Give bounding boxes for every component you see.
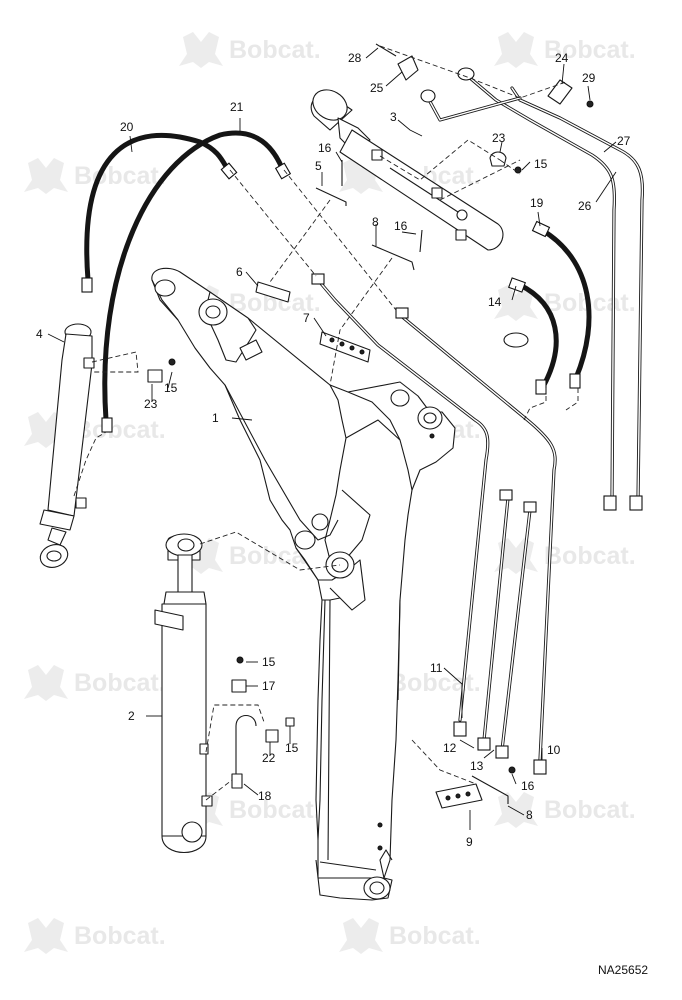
boom-part-1 (151, 267, 456, 901)
small-parts (147, 43, 594, 809)
callout-19: 19 (530, 196, 544, 210)
watermark-logo: Bobcat. (494, 538, 636, 574)
callout-16: 16 (318, 141, 332, 155)
cylinder-part-2 (154, 533, 213, 854)
callout-6: 6 (236, 265, 243, 279)
svg-text:Bobcat.: Bobcat. (389, 922, 481, 950)
callout-18: 18 (258, 789, 272, 803)
callout-26: 26 (578, 199, 592, 213)
leader-lines (47, 47, 617, 830)
callout-22: 22 (262, 751, 276, 765)
callout-23: 23 (144, 397, 158, 411)
watermark-logo: Bobcat. (24, 158, 166, 194)
callout-15: 15 (164, 381, 178, 395)
callout-25: 25 (370, 81, 384, 95)
watermark-logo: Bobcat. (494, 32, 636, 68)
callout-2: 2 (128, 709, 135, 723)
svg-text:Bobcat.: Bobcat. (544, 36, 636, 64)
svg-text:Bobcat.: Bobcat. (544, 796, 636, 824)
watermark-logo: Bobcat. (179, 32, 321, 68)
callout-29: 29 (582, 71, 596, 85)
assembly-lines (73, 45, 579, 801)
watermark-logo: Bobcat. (24, 665, 166, 701)
callout-20: 20 (120, 120, 134, 134)
callout-11: 11 (430, 661, 443, 675)
hoses (81, 130, 592, 433)
callout-27: 27 (617, 134, 631, 148)
svg-text:Bobcat.: Bobcat. (229, 36, 321, 64)
drawing-number: NA25652 (598, 963, 648, 977)
callout-28: 28 (348, 51, 362, 65)
svg-text:Bobcat.: Bobcat. (544, 542, 636, 570)
callout-14: 14 (488, 295, 502, 309)
cylinder-part-3 (310, 89, 504, 251)
callout-16: 16 (394, 219, 408, 233)
callout-17: 17 (262, 679, 276, 693)
callout-15: 15 (262, 655, 276, 669)
callout-9: 9 (466, 835, 473, 849)
callout-4: 4 (36, 327, 43, 341)
callout-3: 3 (390, 110, 397, 124)
svg-text:Bobcat.: Bobcat. (229, 796, 321, 824)
watermark-logo: Bobcat. (24, 918, 166, 954)
callout-15: 15 (285, 741, 299, 755)
svg-text:Bobcat.: Bobcat. (74, 922, 166, 950)
callout-7: 7 (303, 311, 310, 325)
svg-text:Bobcat.: Bobcat. (74, 669, 166, 697)
callout-16: 16 (521, 779, 535, 793)
watermark-logo: Bobcat. (339, 918, 481, 954)
callout-labels: 1 2 3 4 5 6 7 8 8 9 10 11 12 13 14 15 15… (36, 51, 631, 849)
callout-8: 8 (372, 215, 379, 229)
callout-5: 5 (315, 159, 322, 173)
svg-text:Bobcat.: Bobcat. (74, 416, 166, 444)
callout-10: 10 (547, 743, 561, 757)
callout-15: 15 (534, 157, 548, 171)
tubes (311, 67, 645, 775)
callout-1: 1 (212, 411, 219, 425)
svg-text:Bobcat.: Bobcat. (74, 162, 166, 190)
cylinder-part-4 (39, 323, 95, 568)
callout-21: 21 (230, 100, 244, 114)
callout-23: 23 (492, 131, 506, 145)
callout-24: 24 (555, 51, 569, 65)
callout-8: 8 (526, 808, 533, 822)
callout-12: 12 (443, 741, 457, 755)
watermark-logo: Bobcat. (24, 412, 166, 448)
callout-13: 13 (470, 759, 484, 773)
